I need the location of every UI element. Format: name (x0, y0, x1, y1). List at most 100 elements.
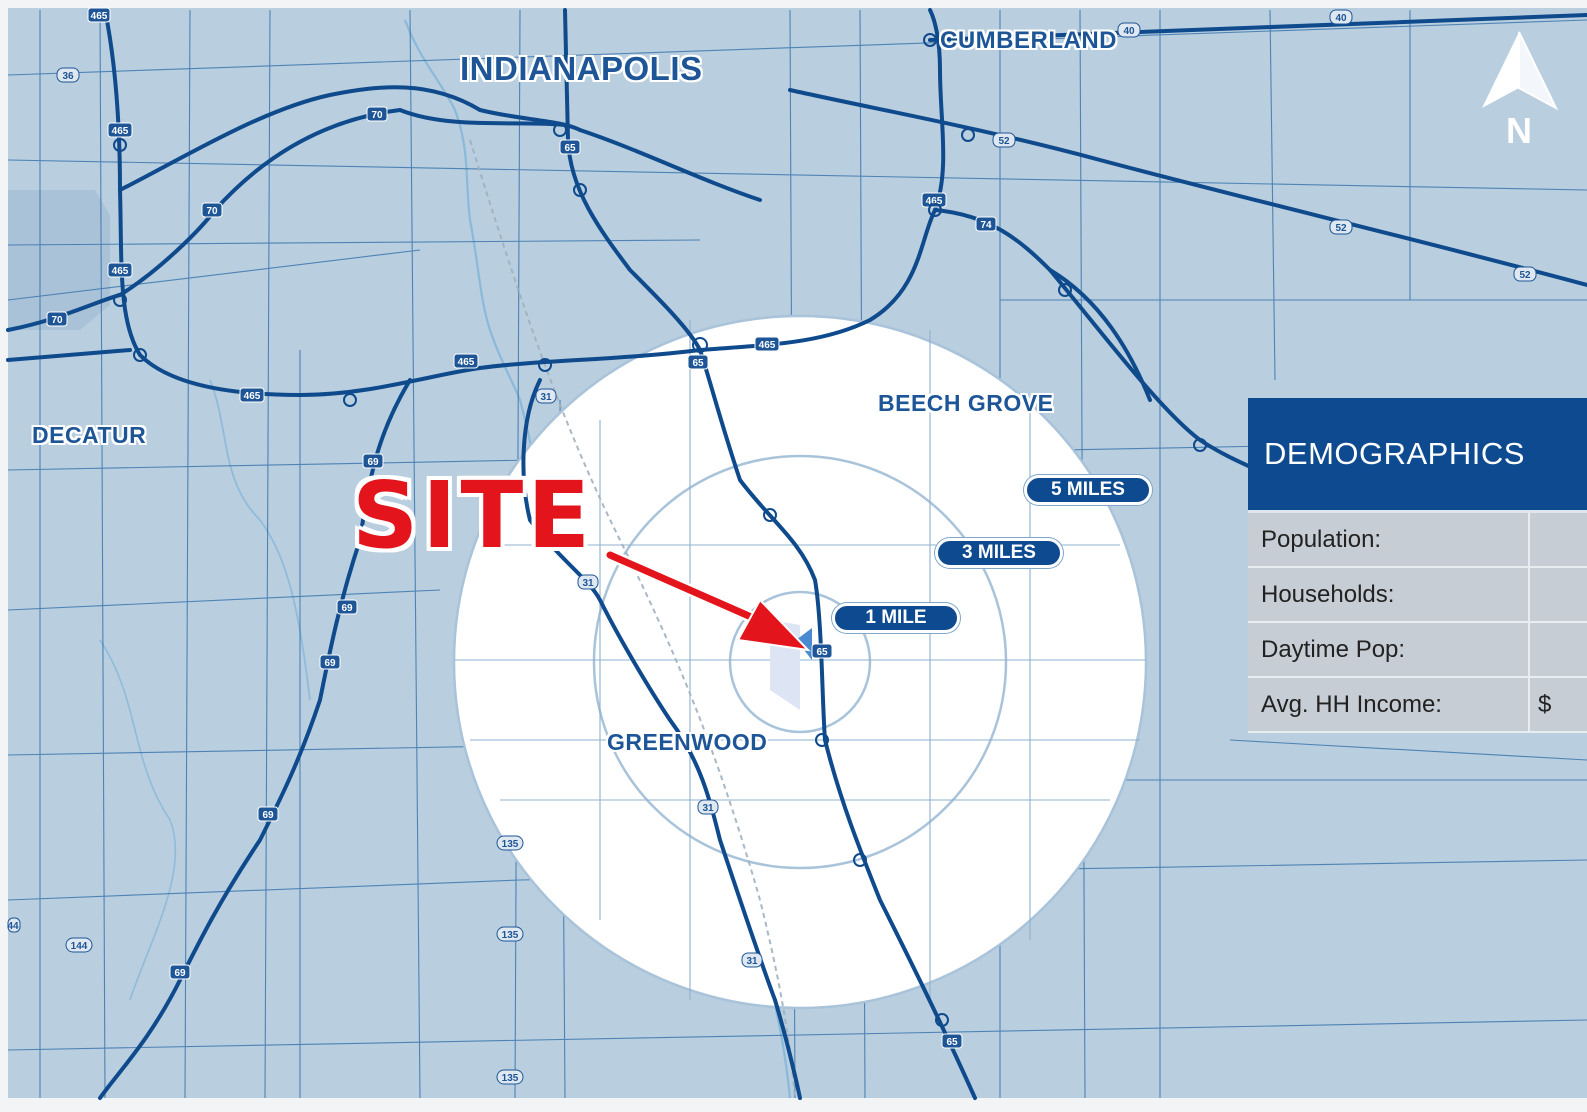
i465-shield-icon: 465 (921, 192, 947, 208)
radius-3-mile (592, 454, 1008, 870)
sr135-shield-icon: 135 (496, 835, 524, 851)
i69-shield-icon: 69 (319, 654, 341, 670)
svg-text:31: 31 (702, 803, 714, 814)
i465-shield-icon: 465 (107, 122, 133, 138)
city-label-cumberland: CUMBERLAND (940, 27, 1117, 54)
north-arrow-icon: N (1478, 28, 1560, 151)
svg-text:52: 52 (998, 136, 1010, 147)
svg-text:40: 40 (1123, 26, 1135, 37)
us36-shield-icon: 36 (56, 67, 80, 83)
city-label-decatur: DECATUR (32, 422, 147, 448)
i69-shield-icon: 69 (362, 453, 384, 469)
radius-1-mile (728, 590, 872, 734)
i69-shield-icon: 69 (169, 964, 191, 980)
us52-shield-icon: 52 (992, 132, 1016, 148)
svg-text:135: 135 (502, 1073, 519, 1084)
us31-shield-icon: 31 (697, 799, 719, 815)
svg-text:69: 69 (262, 810, 274, 821)
svg-text:465: 465 (91, 11, 108, 22)
svg-text:70: 70 (371, 110, 383, 121)
svg-text:74: 74 (980, 220, 992, 231)
ring-label-1-mile: 1 MILE (832, 603, 960, 633)
svg-text:69: 69 (324, 658, 336, 669)
ring-label-3-miles: 3 MILES (935, 538, 1063, 568)
row-value-households (1530, 568, 1587, 623)
us31-shield-icon: 31 (577, 574, 599, 590)
svg-text:144: 144 (71, 941, 88, 952)
svg-text:70: 70 (51, 315, 63, 326)
svg-text:465: 465 (926, 196, 943, 207)
site-arrow-head (736, 598, 811, 652)
row-label-avg-hh-income: Avg. HH Income: (1248, 678, 1530, 733)
us52-shield-icon: 52 (1329, 219, 1353, 235)
i465-shield-icon: 465 (754, 336, 780, 352)
i70-shield-icon: 70 (201, 202, 223, 218)
svg-text:465: 465 (112, 126, 129, 137)
i69-shield-icon: 69 (336, 599, 358, 615)
sr144-shield-icon: 144 (65, 937, 93, 953)
svg-text:31: 31 (582, 578, 594, 589)
city-label-beech-grove: BEECH GROVE (878, 390, 1054, 416)
table-row: Avg. HH Income: $ (1248, 678, 1587, 733)
i465-shield-icon: 465 (453, 353, 479, 369)
svg-text:69: 69 (341, 603, 353, 614)
svg-text:465: 465 (112, 266, 129, 277)
row-label-daytime-pop: Daytime Pop: (1248, 623, 1530, 678)
i69-shield-icon: 69 (257, 806, 279, 822)
site-marker-icon (796, 628, 812, 660)
svg-text:31: 31 (746, 956, 758, 967)
svg-text:31: 31 (540, 392, 552, 403)
site-label: SITE (352, 462, 595, 569)
svg-text:36: 36 (62, 71, 74, 82)
row-value-avg-hh-income: $ (1530, 678, 1587, 733)
sr44-shield-icon: 44 (7, 917, 21, 933)
i465-shield-icon: 465 (87, 7, 111, 23)
site-arrow (606, 551, 762, 624)
i465-shield-icon: 465 (107, 262, 133, 278)
svg-text:69: 69 (174, 968, 186, 979)
i65-shield-icon: 65 (559, 139, 581, 155)
north-letter: N (1506, 110, 1532, 148)
svg-text:65: 65 (564, 143, 576, 154)
table-row: Population: (1248, 513, 1587, 568)
svg-text:465: 465 (759, 340, 776, 351)
svg-text:52: 52 (1519, 270, 1531, 281)
sr135-shield-icon: 135 (496, 926, 524, 942)
i74-shield-icon: 74 (975, 216, 997, 232)
row-label-population: Population: (1248, 513, 1530, 568)
svg-text:465: 465 (244, 391, 261, 402)
city-label-greenwood: GREENWOOD (607, 729, 768, 755)
demographics-panel: DEMOGRAPHICS Population: Households: Day… (1248, 398, 1587, 733)
us40-shield-icon: 40 (1329, 9, 1353, 25)
svg-text:44: 44 (7, 921, 19, 932)
svg-text:69: 69 (367, 457, 379, 468)
us31-shield-icon: 31 (741, 952, 763, 968)
svg-text:40: 40 (1335, 13, 1347, 24)
svg-text:52: 52 (1335, 223, 1347, 234)
svg-text:135: 135 (502, 839, 519, 850)
row-label-households: Households: (1248, 568, 1530, 623)
ring-label-5-miles: 5 MILES (1024, 475, 1152, 505)
svg-text:465: 465 (458, 357, 475, 368)
us52-shield-icon: 52 (1513, 266, 1537, 282)
row-value-daytime-pop (1530, 623, 1587, 678)
row-value-population (1530, 513, 1587, 568)
svg-text:70: 70 (206, 206, 218, 217)
i65-shield-icon: 65 (941, 1033, 963, 1049)
table-row: Daytime Pop: (1248, 623, 1587, 678)
svg-text:135: 135 (502, 930, 519, 941)
i65-shield-icon: 65 (811, 643, 833, 659)
svg-text:65: 65 (816, 647, 828, 658)
table-row: Households: (1248, 568, 1587, 623)
i465-shield-icon: 465 (239, 387, 265, 403)
demographics-title: DEMOGRAPHICS (1248, 398, 1587, 510)
us31-shield-icon: 31 (535, 388, 557, 404)
us40-shield-icon: 40 (1117, 22, 1141, 38)
i65-shield-icon: 65 (687, 354, 709, 370)
city-label-indianapolis: INDIANAPOLIS (460, 50, 703, 87)
i70-shield-icon: 70 (366, 106, 388, 122)
svg-text:65: 65 (692, 358, 704, 369)
svg-text:65: 65 (946, 1037, 958, 1048)
sr135-shield-icon: 135 (496, 1069, 524, 1085)
i70-shield-icon: 70 (46, 311, 68, 327)
